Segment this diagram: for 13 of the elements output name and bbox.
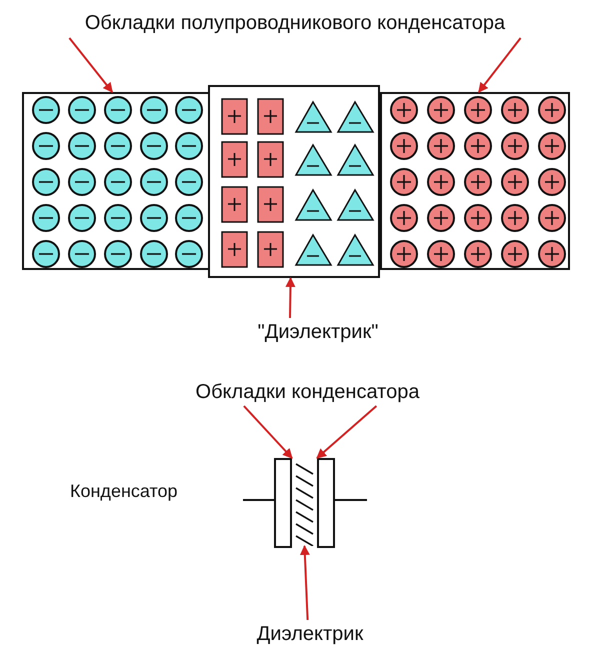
arrow bbox=[68, 37, 114, 93]
arrow bbox=[285, 277, 296, 318]
arrow bbox=[300, 545, 310, 620]
caption-text: Обкладки полупроводникового конденсатора bbox=[84, 13, 506, 33]
arrow bbox=[478, 37, 522, 93]
arrow bbox=[316, 405, 378, 459]
capacitor-plate bbox=[317, 458, 335, 548]
capacitor-plate bbox=[274, 458, 292, 548]
arrow bbox=[243, 405, 293, 459]
component-label: Конденсатор bbox=[70, 482, 178, 500]
caption-text: Диэлектрик bbox=[256, 624, 364, 644]
caption-text: Обкладки конденсатора bbox=[196, 382, 420, 402]
caption-text: "Диэлектрик" bbox=[258, 322, 378, 342]
